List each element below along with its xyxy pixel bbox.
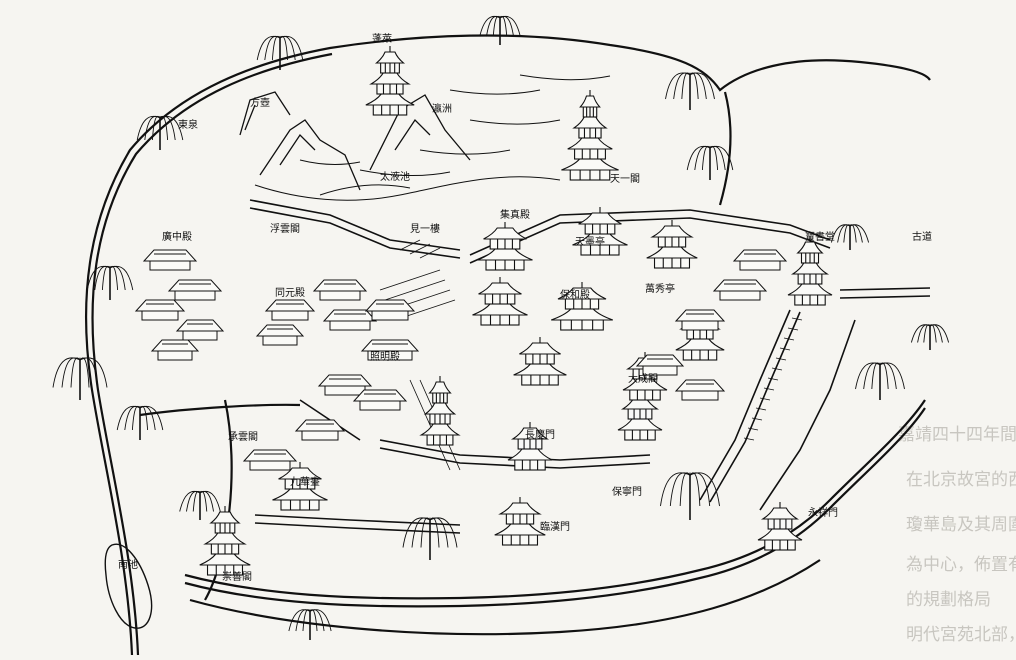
label-yingzhou: 瀛洲 xyxy=(432,102,452,115)
willow-tree xyxy=(86,265,134,300)
label-tianyi-ge: 天一閣 xyxy=(610,173,640,185)
label-baoshu-tang: 寶書堂 xyxy=(805,230,835,243)
hall xyxy=(264,299,316,321)
pavilion xyxy=(365,46,415,116)
pavilion xyxy=(477,222,533,271)
pavilion xyxy=(646,220,698,269)
label-baoning-men: 保寧門 xyxy=(612,485,642,498)
label-jizhen-dian: 集真殿 xyxy=(500,208,530,221)
hall xyxy=(294,419,346,441)
willow-tree xyxy=(116,405,164,440)
taiye-lake xyxy=(254,74,611,201)
pavilion xyxy=(199,506,251,576)
hall xyxy=(242,449,298,471)
label-dacheng-ge: 大成閣 xyxy=(628,372,658,385)
label-nanchi: 南池 xyxy=(118,558,138,571)
trees-layer xyxy=(52,15,950,640)
willow-tree xyxy=(660,472,720,520)
hall xyxy=(352,389,408,411)
label-dongquan: 東泉 xyxy=(178,118,198,131)
willow-tree xyxy=(402,517,458,560)
label-changqing-men: 長慶門 xyxy=(525,428,555,441)
willow-tree xyxy=(288,609,332,640)
pavilion xyxy=(787,236,833,306)
pavilion xyxy=(472,277,528,326)
label-chengyun-ge: 承雲閣 xyxy=(228,431,258,443)
corridor-hatching xyxy=(379,239,803,471)
willow-tree xyxy=(855,362,905,400)
label-zhaoming-dian: 照明殿 xyxy=(370,351,400,363)
willow-tree xyxy=(665,72,715,110)
pavilion xyxy=(561,90,619,181)
hall xyxy=(255,324,305,346)
label-jianyi-lou: 見一樓 xyxy=(410,222,440,235)
bg-text-line2: 在北京故宮的西部西苑中 xyxy=(906,470,1016,490)
pavilion xyxy=(617,392,663,441)
label-jiuhua-tai: 九華臺 xyxy=(290,475,320,488)
buildings-layer xyxy=(134,46,833,576)
hall xyxy=(175,319,225,341)
willow-tree xyxy=(52,357,108,400)
background-bleedthrough-text: 嘉靖四十四年間修築西苑（今北海）苑中有宮殿亭臺等建築 在北京故宮的西部西苑中 瓊… xyxy=(898,425,1016,645)
south-pond xyxy=(104,543,153,629)
label-penglai: 蓬萊 xyxy=(372,33,392,45)
pavilion xyxy=(551,282,613,331)
bg-text-line3: 瓊華島及其周圍的建築群位於太液池中央，島上以白塔 xyxy=(906,515,1016,535)
hall xyxy=(142,249,198,271)
island-rocks xyxy=(239,91,471,191)
bg-text-line6: 明代宮苑北部，皇帝居住的宮殿在此，形成了完整的宮殿組合群落，取名 xyxy=(906,625,1016,645)
hall xyxy=(732,249,788,271)
willow-tree xyxy=(479,15,521,45)
hall xyxy=(322,309,378,331)
label-tianmo-ting: 天墨亭 xyxy=(575,235,605,248)
pavilion xyxy=(757,502,803,551)
willow-tree xyxy=(686,145,734,180)
hall xyxy=(134,299,186,321)
hall xyxy=(674,379,726,401)
pavilion xyxy=(419,376,461,446)
willow-tree xyxy=(830,224,870,250)
willow-tree xyxy=(179,490,221,520)
place-labels: 蓬萊 方壺 瀛洲 太液池 天一閣 廣中殿 浮雲閣 見一樓 集真殿 天墨亭 寶書堂… xyxy=(118,33,932,583)
bg-text-line1: 嘉靖四十四年間修築西苑（今北海）苑中有宮殿亭臺等建築 xyxy=(898,425,1016,445)
label-tongyuan-dian: 同元殿 xyxy=(275,287,305,299)
hall xyxy=(150,339,200,361)
label-taiye-chi: 太液池 xyxy=(380,170,410,183)
label-fuyun-ge: 浮雲閣 xyxy=(270,223,300,235)
hall xyxy=(712,279,768,301)
hall xyxy=(317,374,373,396)
hall xyxy=(364,299,416,321)
willow-tree xyxy=(256,35,304,70)
label-linhan-men: 臨漢門 xyxy=(540,520,570,533)
outer-wall xyxy=(85,34,931,656)
hall xyxy=(167,279,223,301)
hall xyxy=(312,279,368,301)
pavilion xyxy=(494,497,546,546)
hall xyxy=(635,354,685,376)
willow-tree xyxy=(910,324,950,350)
label-wanxiu-ting: 萬秀亭 xyxy=(645,282,675,295)
label-gu-dao: 古道 xyxy=(912,230,932,243)
hall xyxy=(360,339,420,361)
pavilion xyxy=(572,207,628,256)
label-guangzhong-dian: 廣中殿 xyxy=(162,230,192,243)
pavilion xyxy=(507,422,553,471)
label-yongxiang-men: 永祥門 xyxy=(808,506,838,519)
willow-tree xyxy=(136,115,184,150)
pavilion xyxy=(513,337,567,386)
label-baohe-dian: 保和殿 xyxy=(560,288,590,301)
pavilion xyxy=(272,462,328,511)
label-fanghu: 方壺 xyxy=(250,96,270,109)
bg-text-line5: 的規劃格局 xyxy=(906,590,991,610)
label-chongshan-ge: 崇善閣 xyxy=(222,570,252,583)
inner-walls xyxy=(249,199,931,534)
hall xyxy=(674,309,726,331)
bg-text-line4: 為中心，佈置有亭臺樓閣的建築群，其間以蜿蜒的廊道 xyxy=(906,555,1016,575)
